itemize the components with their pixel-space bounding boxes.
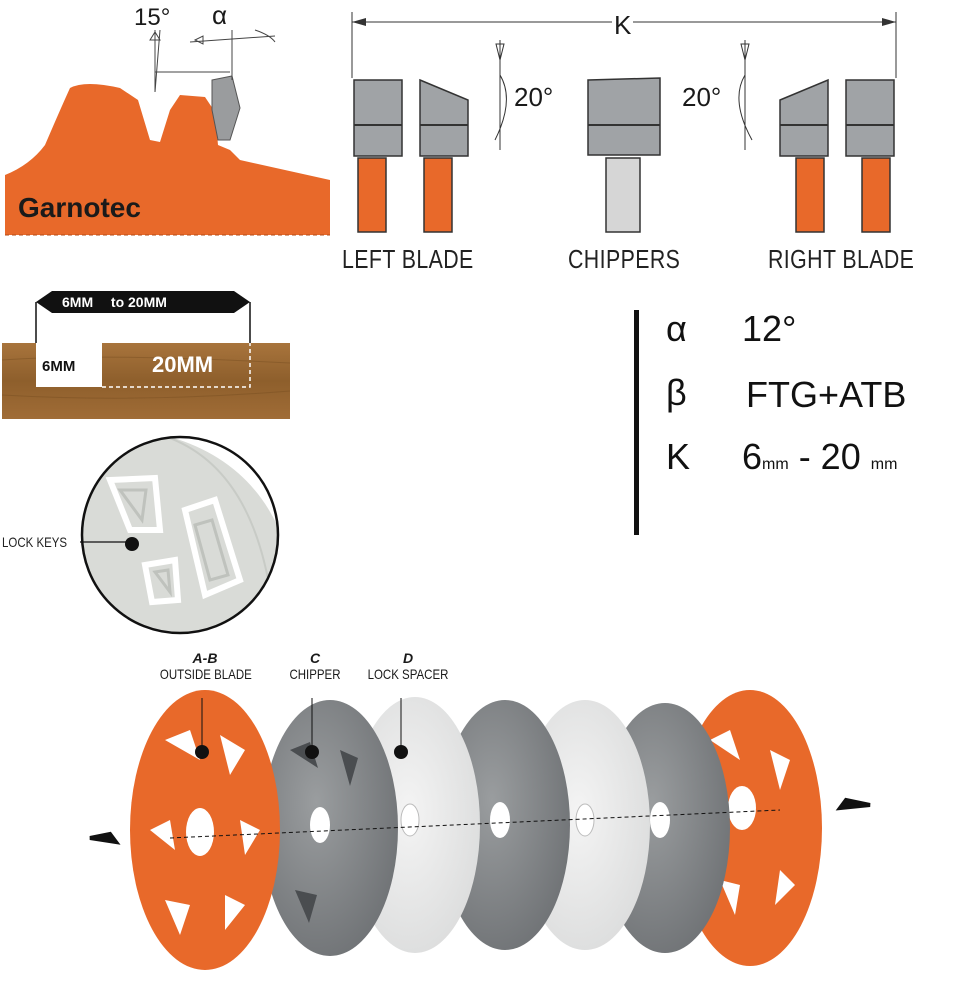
brand-label: Garnotec xyxy=(18,192,141,223)
left-blade-inner xyxy=(419,78,469,233)
right-blade-label: RIGHT BLADE xyxy=(768,244,915,274)
groove-min-text: 6MM xyxy=(62,294,94,310)
right-angle-label: 20° xyxy=(682,82,722,112)
left-angle-label: 20° xyxy=(514,82,554,112)
assembly-code: C xyxy=(309,650,321,666)
chipper-profile xyxy=(587,77,661,233)
groove-width-diagram xyxy=(1,291,290,419)
spec-row-beta: β FTG+ATB xyxy=(666,372,906,415)
assembly-code: A-B xyxy=(192,650,218,666)
spec-k-value: 6mm - 20 mm xyxy=(742,436,897,478)
spec-value: 12° xyxy=(742,308,797,349)
groove-cut xyxy=(36,343,102,387)
right-blade-outer xyxy=(845,79,895,233)
spec-k-separator: - 20 xyxy=(788,436,871,477)
assembly-label-lock-spacer: D LOCK SPACER xyxy=(356,650,460,682)
spec-row-k: K 6mm - 20 mm xyxy=(666,436,897,478)
lock-keys-label: LOCK KEYS xyxy=(2,534,68,550)
assembly-code: D xyxy=(402,650,414,666)
spec-k-unit-max: mm xyxy=(870,456,898,473)
spec-row-alpha: α 12° xyxy=(666,308,796,350)
chipper-disc-2 xyxy=(440,700,570,950)
right-blade-inner xyxy=(779,78,829,233)
tooth-body xyxy=(5,84,330,235)
assembly-label-outside-blade: A-B OUTSIDE BLADE xyxy=(150,650,260,682)
chipper-disc-1 xyxy=(262,700,398,956)
groove-max-text: to 20MM xyxy=(110,294,167,310)
spec-k-min: 6 xyxy=(742,436,763,477)
groove-arrow-label: 6MM to 20MM xyxy=(62,294,167,310)
groove-inner-max: 20MM xyxy=(152,352,214,377)
k-dimension-label: K xyxy=(612,10,634,41)
left-blade-label: LEFT BLADE xyxy=(342,244,474,274)
left-blade-outer xyxy=(353,79,403,233)
assembly-name: OUTSIDE BLADE xyxy=(159,666,252,682)
assembly-name: LOCK SPACER xyxy=(367,666,449,682)
assembly-name: CHIPPER xyxy=(289,666,341,682)
assembly-label-chipper: C CHIPPER xyxy=(270,650,360,682)
spec-value: FTG+ATB xyxy=(746,374,907,415)
exploded-assembly xyxy=(89,690,871,970)
spec-k-unit-min: mm xyxy=(762,456,789,473)
alpha-angle-label: α xyxy=(212,0,228,30)
spec-symbol: β xyxy=(666,372,687,413)
chippers-label: CHIPPERS xyxy=(568,244,681,274)
clearance-angle-label: 15° xyxy=(134,4,171,31)
specs-divider xyxy=(634,310,639,535)
outside-blade-left xyxy=(130,690,280,970)
spec-symbol: α xyxy=(666,308,687,349)
tooth-profile-diagram xyxy=(5,29,330,236)
spec-symbol: K xyxy=(666,436,691,477)
groove-inner-min: 6MM xyxy=(42,358,76,375)
lock-keys-detail xyxy=(80,435,280,635)
carbide-tip xyxy=(211,75,241,141)
blade-set-diagram xyxy=(351,12,897,233)
